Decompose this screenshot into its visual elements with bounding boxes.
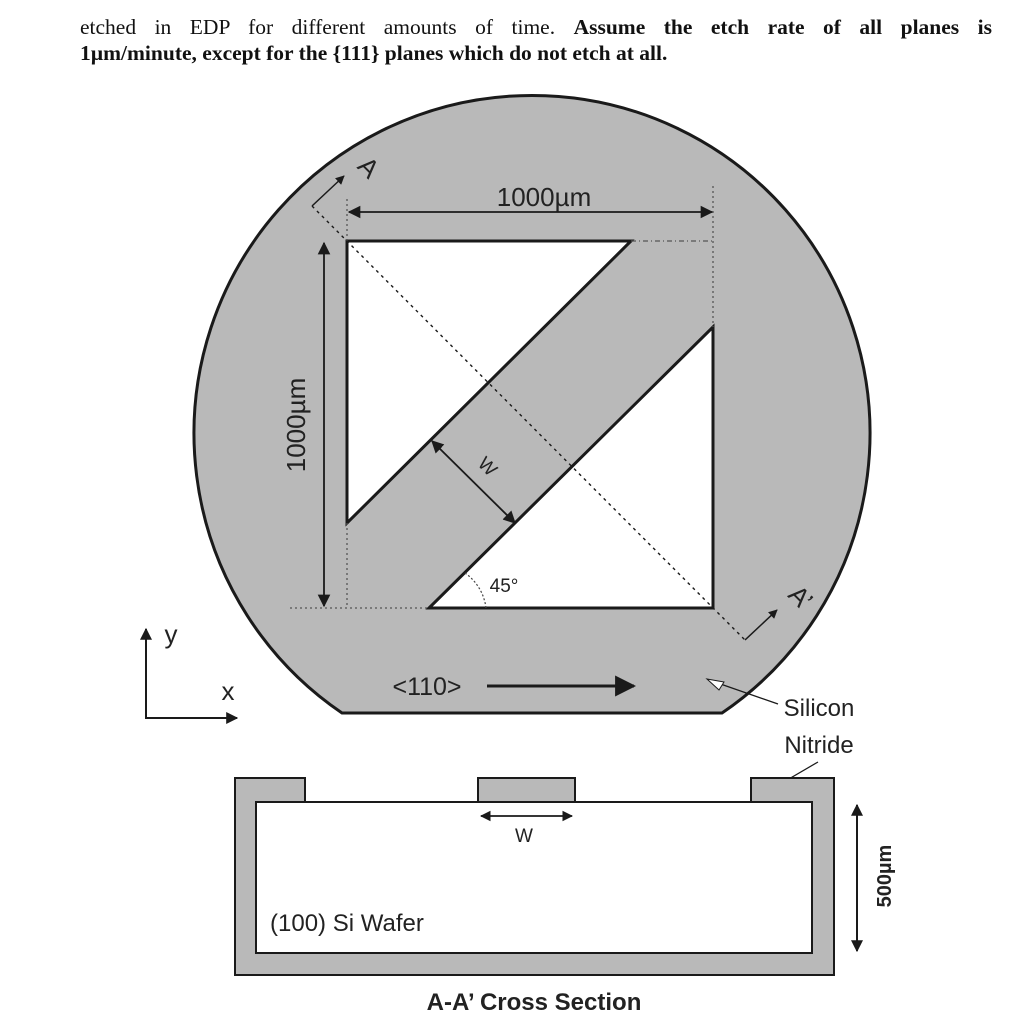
cross-section-title: A-A’ Cross Section [427, 989, 642, 1016]
thickness-label: 500µm [874, 845, 896, 908]
problem-text-bold-1: Assume the etch rate of all planes is [573, 15, 992, 39]
si-wafer-cross-section [255, 801, 813, 954]
section-arrow-a-prime [744, 609, 778, 641]
dimension-label-horizontal: 1000µm [497, 182, 591, 212]
etch-window-lower-right [425, 323, 715, 610]
direction-label: <110> [392, 673, 461, 701]
angle-arc [464, 572, 487, 609]
problem-text-bold-2: 1µm/minute, except for the {111} planes … [80, 41, 668, 65]
problem-text: etched in EDP for different amounts of t… [80, 14, 992, 66]
cross-section: W (100) Si Wafer 500µm A-A’ Cross Sectio… [234, 777, 896, 1016]
extension-lines [290, 186, 714, 609]
width-arrow-diagonal [431, 440, 516, 524]
coordinate-axes: y x [140, 619, 239, 724]
nitride-label-line-2: Nitride [784, 732, 853, 759]
problem-text-line-2: 1µm/minute, except for the {111} planes … [80, 40, 992, 66]
top-view: A A’ 1000µm 1000µm W 45° <110> Silicon N… [192, 94, 872, 793]
problem-text-line-1: etched in EDP for different amounts of t… [80, 14, 992, 40]
nitride-label-line-1: Silicon [784, 695, 855, 722]
nitride-strip-cross-section [477, 777, 576, 803]
dimension-label-vertical: 1000µm [281, 378, 311, 472]
problem-text-normal: etched in EDP for different amounts of t… [80, 15, 574, 39]
section-arrow-a [311, 175, 345, 207]
width-label-cross-section: W [515, 826, 533, 847]
axis-y-label: y [165, 619, 178, 649]
axis-x-label: x [222, 676, 235, 706]
nitride-leader-arrowhead [705, 678, 725, 691]
angle-label: 45° [490, 576, 519, 597]
wafer-label: (100) Si Wafer [270, 910, 424, 937]
